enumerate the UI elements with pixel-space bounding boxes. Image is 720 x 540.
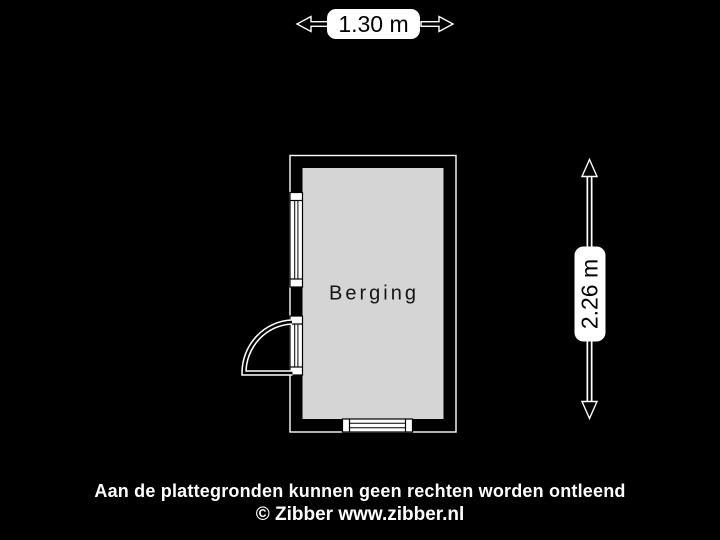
width-dimension-label: 1.30 m bbox=[327, 9, 420, 39]
door-swing-arc-icon bbox=[241, 319, 293, 376]
room-label: Berging bbox=[329, 282, 419, 305]
credit-text: © Zibber www.zibber.nl bbox=[255, 504, 465, 525]
disclaimer-text: Aan de plattegronden kunnen geen rechten… bbox=[94, 481, 626, 501]
height-dimension-label: 2.26 m bbox=[574, 246, 606, 342]
window-left-upper-icon bbox=[289, 191, 304, 288]
room-floor bbox=[302, 168, 444, 419]
door-left-opening-icon bbox=[289, 315, 304, 376]
width-dimension-arrows-icon bbox=[295, 15, 455, 33]
height-dimension-value: 2.26 m bbox=[576, 258, 603, 330]
window-bottom-icon bbox=[341, 418, 414, 433]
width-dimension-value: 1.30 m bbox=[338, 10, 409, 37]
